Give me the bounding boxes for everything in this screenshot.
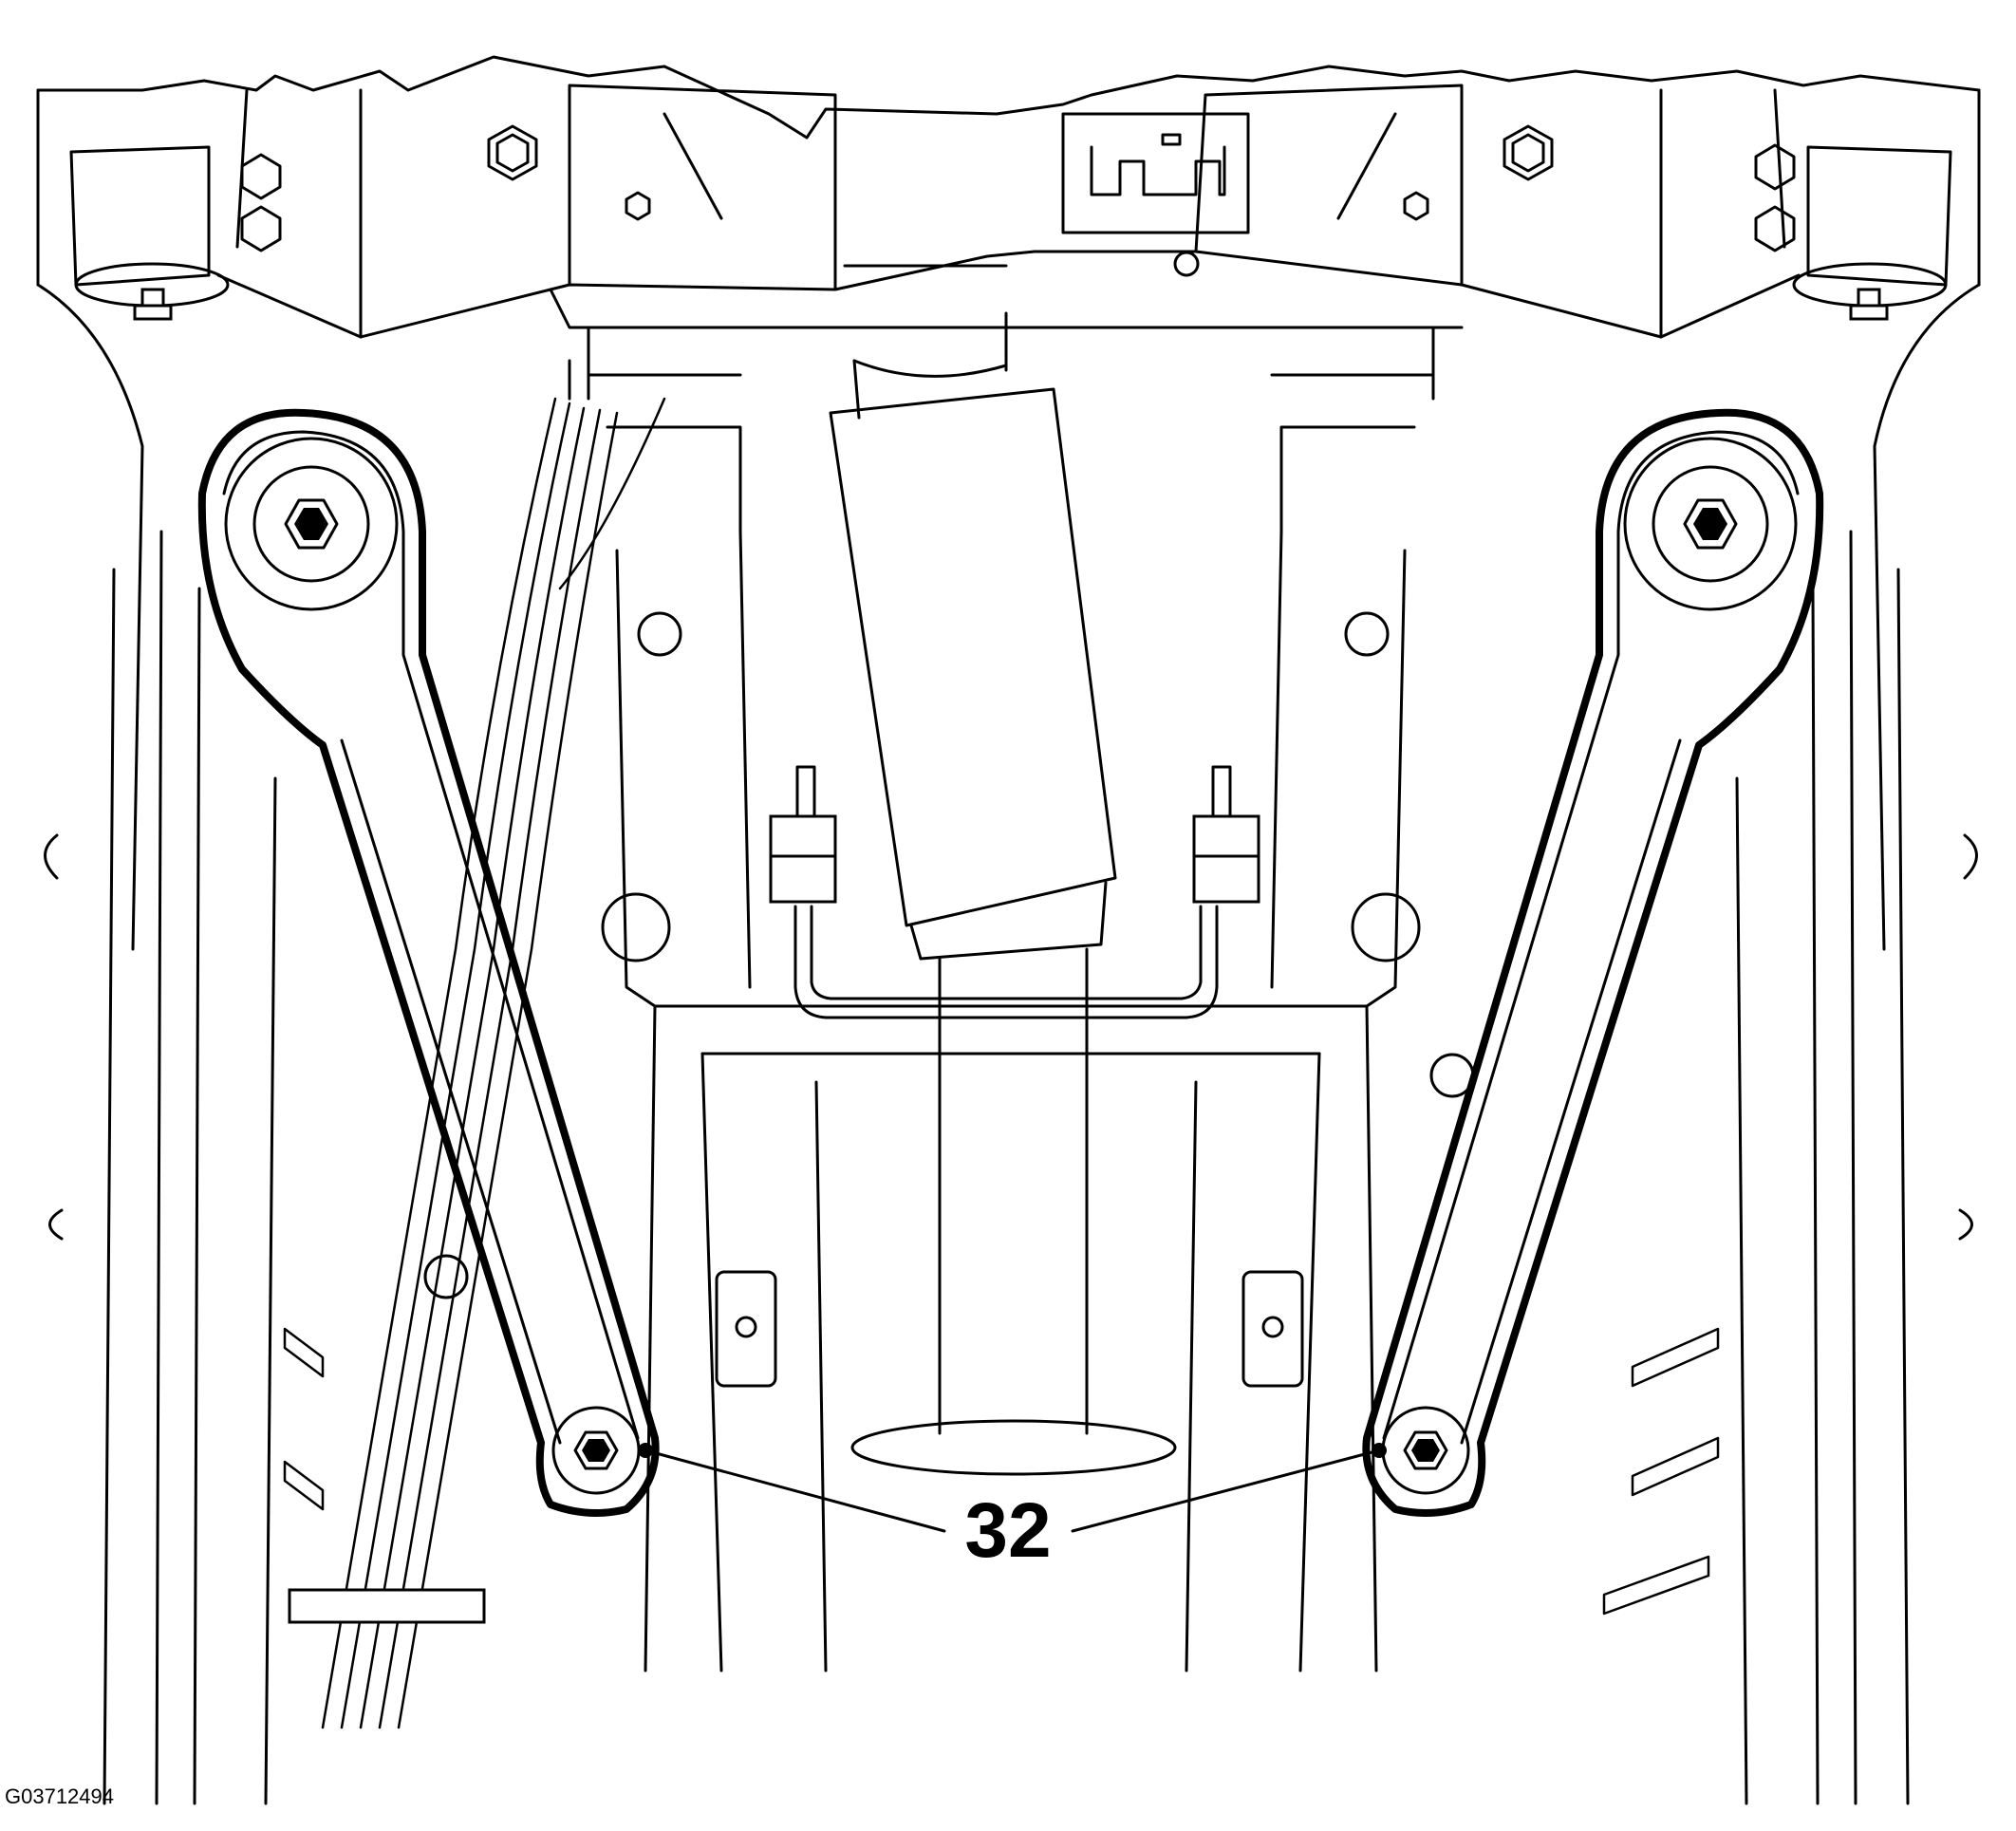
driveshaft-tube	[829, 264, 1177, 1476]
right-chassis-member	[1735, 283, 1981, 1805]
frame-bolts	[240, 124, 1796, 277]
upper-frame	[36, 55, 1981, 339]
brake-lines	[769, 765, 1260, 1019]
left-chassis-member	[36, 283, 277, 1805]
right-upper-bushing	[1792, 145, 1952, 321]
callout-leaders	[638, 1443, 1387, 1533]
wiring-harness	[288, 397, 666, 1729]
body-holes	[44, 611, 1978, 1616]
subframe-rails	[549, 288, 1464, 1672]
left-upper-bushing	[69, 145, 230, 321]
callout-number: 32	[964, 1487, 1051, 1574]
center-connector	[1061, 112, 1250, 234]
right-control-arm	[1362, 408, 1824, 1517]
figure-code: G03712494	[5, 1784, 114, 1808]
left-control-arm	[197, 408, 660, 1517]
